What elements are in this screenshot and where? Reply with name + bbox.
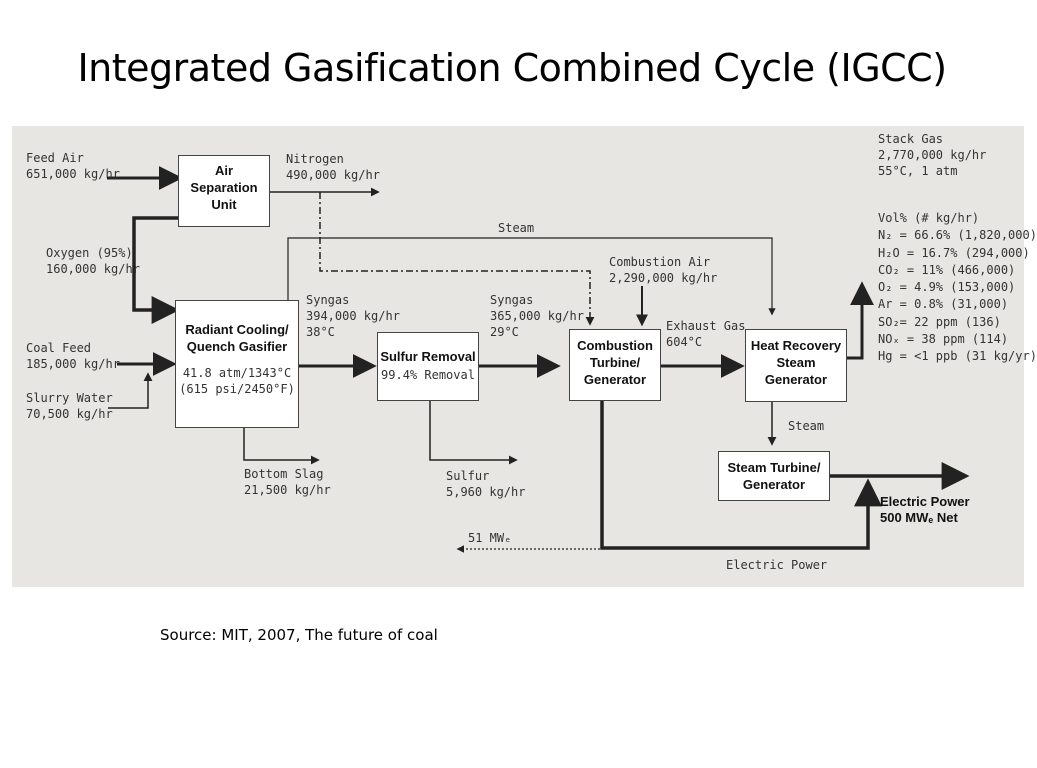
turbine-power-line	[600, 401, 882, 550]
sulfur-out-arrow	[429, 401, 518, 465]
gasifier-conditions-2: (615 psi/2450°F)	[179, 382, 295, 396]
bottom-slag-arrow	[243, 428, 320, 465]
hrsg-line-2: Steam	[776, 355, 816, 370]
steam-turbine-line-1: Steam Turbine/	[727, 460, 821, 475]
stack-gas-arrow	[846, 281, 874, 360]
gasifier-line-1: Radiant Cooling/	[185, 322, 289, 337]
gasifier-line-2: Quench Gasifier	[186, 339, 288, 354]
gasifier-box: Radiant Cooling/ Quench Gasifier 41.8 at…	[175, 300, 299, 428]
slurry-water-arrow	[108, 372, 153, 409]
aux-power-label: 51 MWₑ	[468, 531, 512, 545]
asu-line-1: Air	[214, 163, 234, 178]
turbine-line-2: Turbine/	[589, 355, 641, 370]
electric-power-bottom-label: Electric Power	[726, 558, 828, 572]
gasifier-conditions-1: 41.8 atm/1343°C	[182, 366, 292, 380]
combustion-turbine-box: Combustion Turbine/ Generator	[569, 329, 661, 401]
steam-top-line	[287, 237, 776, 316]
steam-top-label: Steam	[498, 221, 535, 235]
steam-turbine-box: Steam Turbine/ Generator	[718, 451, 830, 501]
stack-composition-label: Vol% (# kg/hr) N₂ = 66.6% (1,820,000) H₂…	[878, 211, 1037, 364]
steam-mid-label: Steam	[788, 419, 825, 433]
hrsg-line-1: Heat Recovery	[750, 338, 842, 353]
steam-turbine-line-2: Generator	[742, 477, 806, 492]
sulfur-removal-rate: 99.4% Removal	[381, 368, 475, 382]
sulfur-removal-box: Sulfur Removal 99.4% Removal	[377, 332, 479, 401]
air-separation-unit-box: Air Separation Unit	[178, 155, 270, 227]
hrsg-box: Heat Recovery Steam Generator	[745, 329, 847, 402]
sulfur-removal-title: Sulfur Removal	[380, 349, 476, 364]
asu-line-3: Unit	[211, 197, 237, 212]
turbine-line-3: Generator	[583, 372, 647, 387]
hrsg-line-3: Generator	[764, 372, 828, 387]
oxygen-label: Oxygen (95%)160,000 kg/hr	[46, 246, 140, 276]
asu-line-2: Separation	[190, 180, 258, 195]
igcc-process-diagram: Air Separation Unit Radiant Cooling/ Que…	[12, 126, 1037, 587]
page-title: Integrated Gasification Combined Cycle (…	[77, 46, 947, 90]
flow-lines	[107, 166, 970, 553]
source-caption: Source: MIT, 2007, The future of coal	[160, 626, 438, 644]
oxygen-arrow	[132, 216, 180, 324]
turbine-line-1: Combustion	[577, 338, 653, 353]
nitrogen-dilution-line	[319, 192, 595, 326]
